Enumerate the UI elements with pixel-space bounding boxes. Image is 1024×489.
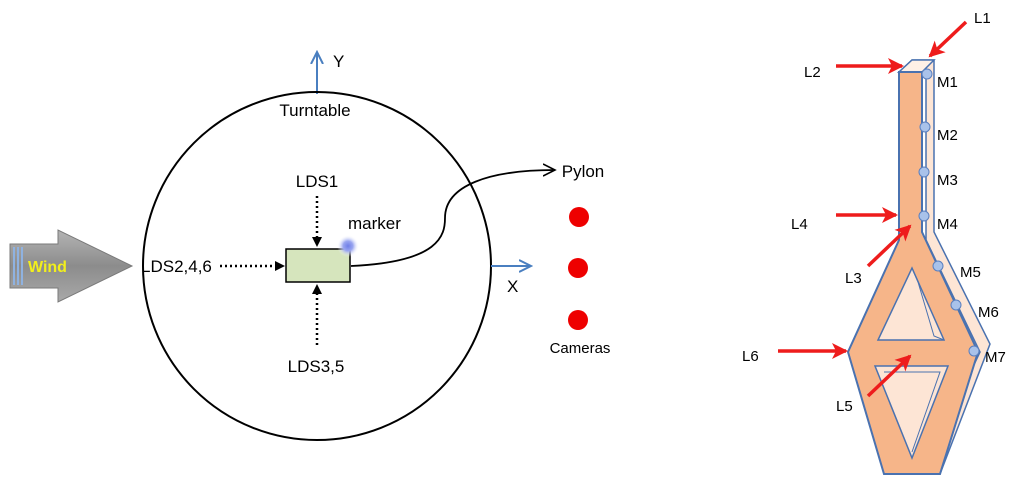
lds-bottom-label: LDS3,5 bbox=[288, 357, 345, 376]
load-l1-label: L1 bbox=[974, 10, 991, 27]
load-l1-arrow bbox=[928, 20, 968, 58]
marker-m4-dot bbox=[918, 210, 930, 222]
sensor-box bbox=[285, 248, 351, 283]
marker-m2-label: M2 bbox=[937, 127, 958, 144]
marker-m4-label: M4 bbox=[937, 216, 958, 233]
camera-dot bbox=[568, 258, 588, 278]
marker-m3-label: M3 bbox=[937, 172, 958, 189]
load-l6-label: L6 bbox=[742, 348, 759, 365]
pylon-link-curve bbox=[350, 170, 555, 267]
y-axis-label: Y bbox=[333, 52, 344, 71]
pylon-model: M1 M2 M3 M4 M5 M6 M7 L1 L2 L4 L3 L6 L5 bbox=[742, 10, 1006, 475]
marker-m1-dot bbox=[921, 68, 933, 80]
cameras-group bbox=[568, 207, 589, 330]
pylon-lower-opening bbox=[873, 365, 950, 461]
marker-label: marker bbox=[348, 214, 401, 233]
marker-m7-label: M7 bbox=[985, 349, 1006, 366]
camera-dot bbox=[569, 207, 589, 227]
pylon-label: Pylon bbox=[562, 162, 605, 181]
pylon-upper-opening bbox=[876, 266, 946, 341]
marker-m3-dot bbox=[918, 166, 930, 178]
turntable-label: Turntable bbox=[279, 101, 350, 120]
marker-dot bbox=[337, 235, 359, 257]
load-l5-label: L5 bbox=[836, 398, 853, 415]
lds-top-label: LDS1 bbox=[296, 172, 339, 191]
marker-m1-label: M1 bbox=[937, 74, 958, 91]
marker-m5-dot bbox=[932, 260, 944, 272]
wind-label: Wind bbox=[28, 259, 67, 276]
load-arrows bbox=[778, 20, 968, 398]
marker-m6-label: M6 bbox=[978, 304, 999, 321]
marker-m5-label: M5 bbox=[960, 264, 981, 281]
camera-dot bbox=[568, 310, 588, 330]
marker-m2-dot bbox=[919, 121, 931, 133]
x-axis-label: X bbox=[507, 277, 518, 296]
marker-m6-dot bbox=[950, 299, 962, 311]
cameras-label: Cameras bbox=[550, 340, 611, 357]
wind-arrow bbox=[9, 229, 134, 303]
left-diagram: Y Turntable X Wind marker LDS1 LDS2,4,6 … bbox=[9, 52, 611, 441]
measurement-markers bbox=[918, 68, 980, 357]
load-l3-arrow bbox=[866, 224, 912, 268]
load-l5-arrow bbox=[866, 354, 912, 398]
load-l4-label: L4 bbox=[791, 216, 808, 233]
marker-m7-dot bbox=[968, 345, 980, 357]
load-l2-label: L2 bbox=[804, 64, 821, 81]
lds-left-label: LDS2,4,6 bbox=[141, 257, 212, 276]
load-l3-label: L3 bbox=[845, 270, 862, 287]
